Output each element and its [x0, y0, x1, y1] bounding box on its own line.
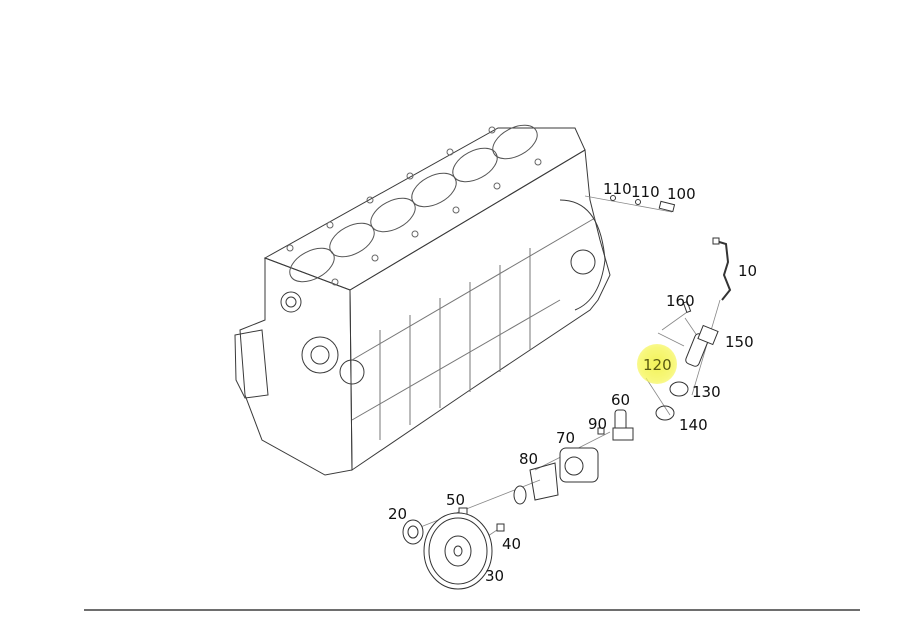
callout-90[interactable]: 90: [588, 415, 608, 433]
callout-40[interactable]: 40: [502, 535, 522, 553]
callout-30[interactable]: 30: [485, 567, 505, 585]
callout-60[interactable]: 60: [611, 391, 631, 409]
callout-130[interactable]: 130: [692, 383, 721, 401]
callout-150[interactable]: 150: [725, 333, 754, 351]
callout-160[interactable]: 160: [666, 292, 695, 310]
footer-divider: [84, 609, 860, 611]
callout-20[interactable]: 20: [388, 505, 408, 523]
callout-110-left[interactable]: 110: [603, 180, 632, 198]
callout-140[interactable]: 140: [679, 416, 708, 434]
highlight-circle: [637, 344, 677, 384]
callout-80[interactable]: 80: [519, 450, 539, 468]
engine-block-drawing: [234, 124, 611, 476]
callout-110-right[interactable]: 110: [631, 183, 660, 201]
parts-drawings: [402, 195, 732, 590]
callout-50[interactable]: 50: [446, 491, 466, 509]
callout-10[interactable]: 10: [738, 262, 758, 280]
callout-70[interactable]: 70: [556, 429, 576, 447]
callout-120-highlighted[interactable]: 120: [643, 356, 672, 374]
callout-100[interactable]: 100: [667, 185, 696, 203]
